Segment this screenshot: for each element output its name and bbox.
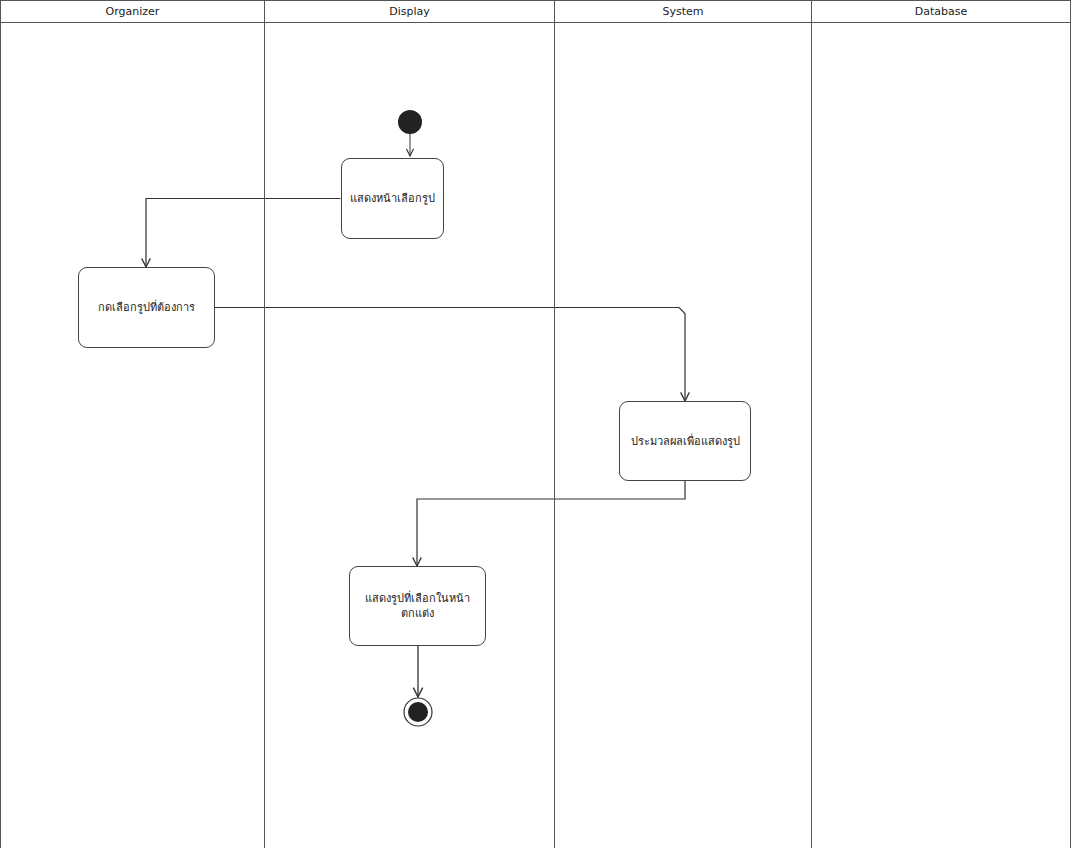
final-node-core [408, 702, 428, 722]
control-flow [215, 308, 686, 402]
swimlane: Database [812, 0, 1071, 848]
lane-title: Database [812, 1, 1070, 23]
lane-title: Display [265, 1, 554, 23]
swimlane: Organizer กดเลือกรูปที่ต้องการ [0, 0, 265, 848]
start-flow [410, 134, 411, 156]
end-flow [417, 646, 418, 697]
lane-title: System [555, 1, 811, 23]
control-flow [146, 199, 341, 268]
action-box: แสดงหน้าเลือกรูป [341, 158, 444, 239]
action-label: แสดงหน้าเลือกรูป [350, 191, 435, 206]
action-label: ประมวลผลเพื่อแสดงรูป [631, 434, 740, 449]
action-box: กดเลือกรูปที่ต้องการ [78, 267, 215, 348]
final-node [404, 698, 432, 726]
action-box: ประมวลผลเพื่อแสดงรูป [619, 401, 751, 481]
action-label: กดเลือกรูปที่ต้องการ [98, 300, 195, 315]
action-label: แสดงรูปที่เลือกในหน้า ตกแต่ง [358, 591, 477, 621]
lane-title: Organizer [1, 1, 264, 23]
action-box: แสดงรูปที่เลือกในหน้า ตกแต่ง [349, 566, 486, 646]
initial-node [398, 110, 422, 134]
control-flow [417, 481, 685, 566]
swimlane: System ประมวลผลเพื่อแสดงรูป [555, 0, 812, 848]
swimlane: Display แสดงหน้าเลือกรูปแสดงรูปที่เลือกใน… [265, 0, 555, 848]
